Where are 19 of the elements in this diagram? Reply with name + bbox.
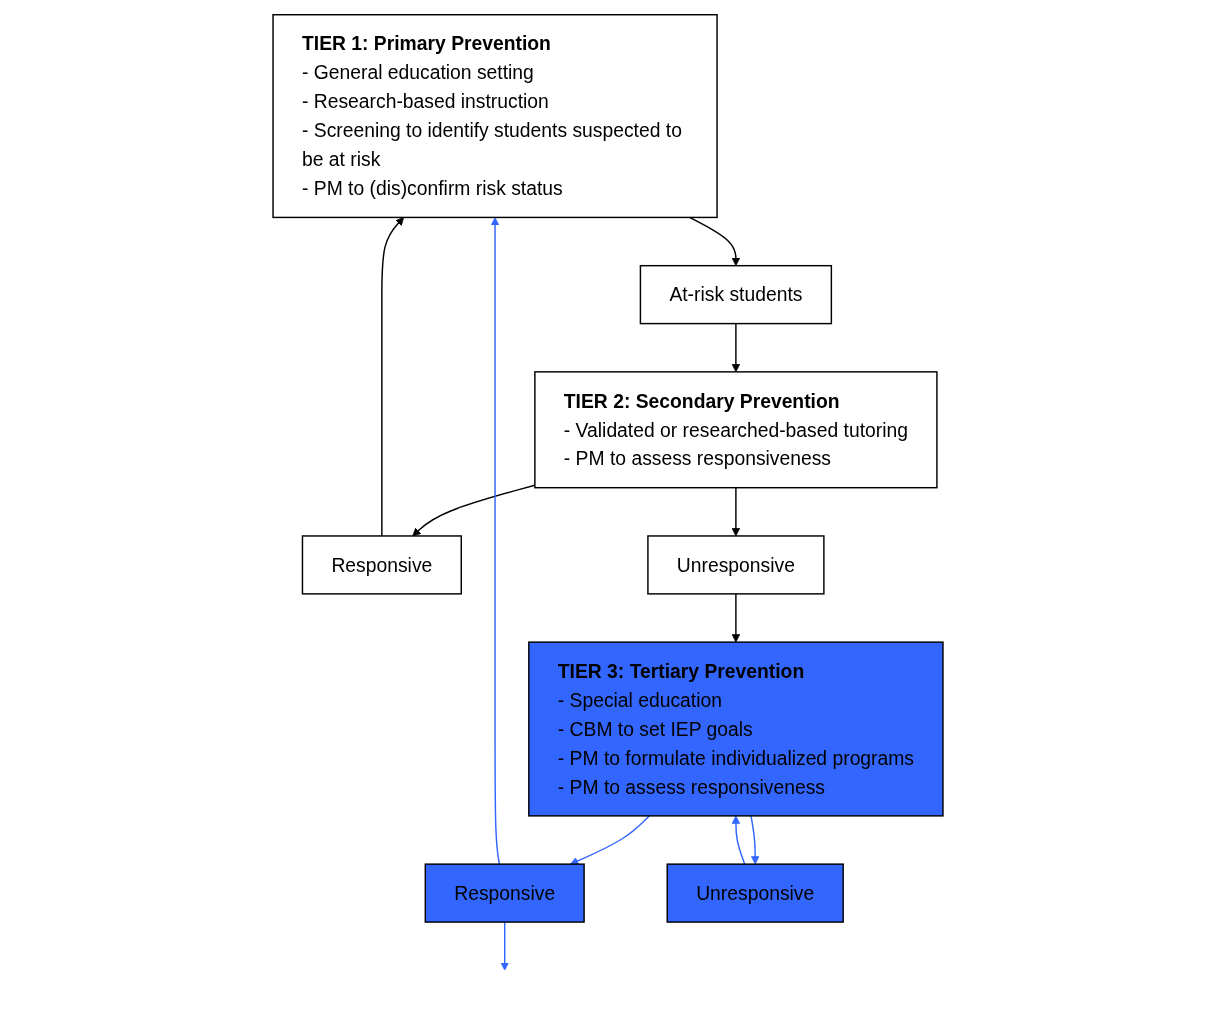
arrow bbox=[570, 814, 650, 865]
arrow bbox=[731, 815, 746, 865]
arrow bbox=[731, 592, 741, 642]
arrow bbox=[688, 216, 741, 266]
node-box: Unresponsive bbox=[666, 862, 844, 923]
arrow bbox=[750, 814, 760, 865]
node-box: TIER 2: Secondary Prevention - Validated or researched-based tutoring - PM to assess responsiveness bbox=[534, 370, 938, 488]
node-box: Responsive bbox=[301, 534, 462, 595]
arrow bbox=[412, 484, 536, 536]
arrow bbox=[381, 216, 404, 537]
arrow bbox=[490, 216, 501, 865]
node-box: At-risk students bbox=[639, 264, 833, 324]
node-box: Responsive bbox=[424, 862, 585, 923]
arrow bbox=[500, 920, 509, 971]
node-box: TIER 3: Tertiary Prevention - Special education - CBM to set IEP goals - PM to formulate individualized programs - PM to assess responsiveness bbox=[528, 640, 944, 817]
arrow bbox=[731, 486, 741, 536]
node-box: Unresponsive bbox=[647, 534, 825, 595]
arrow bbox=[731, 322, 741, 372]
node-box: TIER 1: Primary Prevention - General education setting - Research-based instruction - Screening to identify students suspected to be at risk - PM to (dis)confirm risk status bbox=[272, 13, 718, 218]
